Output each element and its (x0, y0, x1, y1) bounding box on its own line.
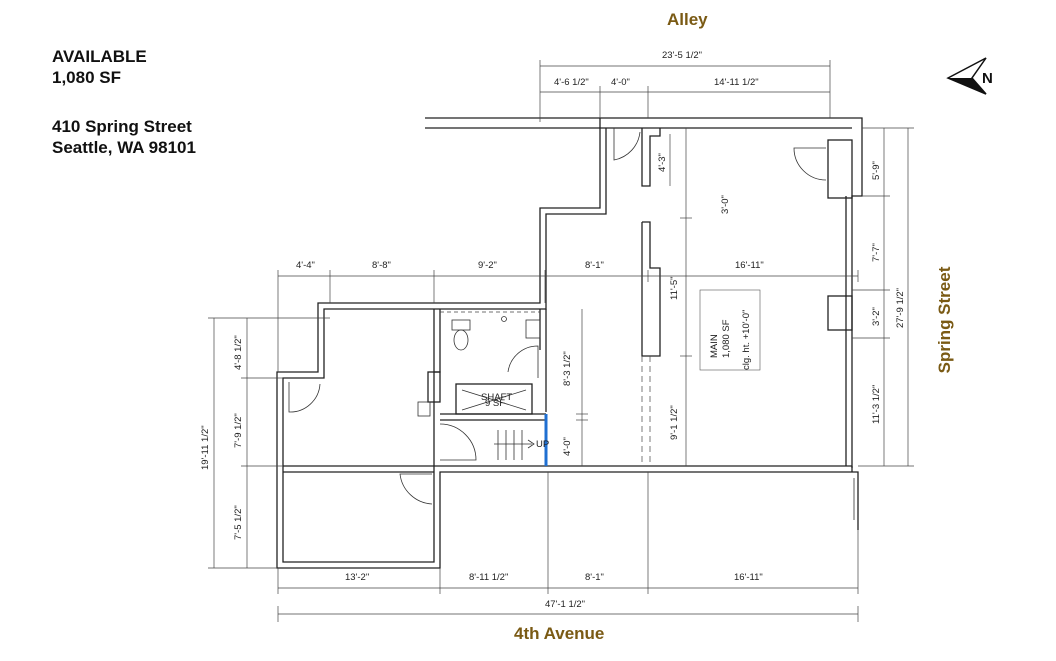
dim-top-overall: 23'-5 1/2" (662, 50, 702, 61)
dim-right-overall: 27'-9 1/2" (895, 288, 906, 328)
dim-left-b: 7'-9 1/2" (233, 413, 244, 448)
dim-interior-3-0: 3'-0" (720, 195, 731, 214)
sink-icon (525, 319, 541, 339)
dim-left-overall: 19'-11 1/2" (200, 425, 211, 470)
stair-up-label: UP (536, 439, 549, 450)
dim-top-a: 4'-6 1/2" (554, 77, 589, 88)
dim-right-d: 11'-3 1/2" (871, 385, 882, 424)
dim-bot-d: 16'-11" (734, 572, 763, 583)
room-tag-main: MAIN 1,080 SF clg. ht. +10'-0" (699, 289, 761, 371)
shaft-label: SHAFT (481, 392, 512, 403)
dim-top-b: 4'-0" (611, 77, 630, 88)
sink-icon-2 (417, 401, 431, 417)
dim-bot-b: 8'-11 1/2" (469, 572, 508, 583)
dimension-labels: 23'-5 1/2" 4'-6 1/2" 4'-0" 14'-11 1/2" 4… (200, 50, 906, 610)
address-block: 410 Spring Street Seattle, WA 98101 (52, 116, 196, 158)
room-ceiling-height: clg. ht. +10'-0" (741, 310, 752, 370)
north-label: N (982, 70, 993, 87)
north-arrow-icon: N (946, 57, 993, 95)
dim-bot-overall: 47'-1 1/2" (545, 599, 585, 610)
dim-right-a: 5'-9" (871, 161, 882, 180)
dim-mid-b: 8'-8" (372, 260, 391, 271)
door-swings (288, 128, 855, 520)
dim-interior-4-0: 4'-0" (562, 437, 573, 456)
toilet-icon (453, 329, 469, 351)
dim-bot-c: 8'-1" (585, 572, 604, 583)
dim-mid-d: 8'-1" (585, 260, 604, 271)
availability-area: 1,080 SF (52, 68, 121, 87)
dim-top-c: 14'-11 1/2" (714, 77, 759, 88)
dim-mid-e: 16'-11" (735, 260, 764, 271)
stairs: UP (494, 430, 549, 460)
walls (276, 117, 863, 569)
shaft-area: 9 SF (485, 398, 505, 409)
availability-block: AVAILABLE 1,080 SF (52, 46, 147, 88)
room-area: 1,080 SF (721, 319, 732, 358)
fixtures: UP SHAFT 9 SF (417, 316, 549, 460)
dim-mid-a: 4'-4" (296, 260, 315, 271)
shaft: SHAFT 9 SF (461, 389, 527, 411)
dim-interior-8-3: 8'-3 1/2" (562, 351, 573, 386)
street-label-alley: Alley (667, 10, 708, 29)
availability-status: AVAILABLE (52, 47, 147, 66)
street-label-4th-avenue: 4th Avenue (514, 624, 605, 643)
address-line-1: 410 Spring Street (52, 117, 192, 136)
address-line-2: Seattle, WA 98101 (52, 138, 196, 157)
toilet-tank-icon (451, 319, 471, 331)
dim-right-b: 7'-7" (871, 243, 882, 262)
dim-interior-11-5: 11'-5" (669, 277, 680, 301)
dim-left-c: 7'-5 1/2" (233, 505, 244, 540)
dim-mid-c: 9'-2" (478, 260, 497, 271)
dim-bot-a: 13'-2" (345, 572, 369, 583)
dim-left-a: 4'-8 1/2" (233, 335, 244, 370)
dim-right-c: 3'-2" (871, 307, 882, 326)
dim-interior-4-3: 4'-3" (657, 153, 668, 172)
room-name: MAIN (709, 334, 720, 358)
dimension-lines (208, 60, 914, 622)
dim-interior-9-1: 9'-1 1/2" (669, 405, 680, 440)
